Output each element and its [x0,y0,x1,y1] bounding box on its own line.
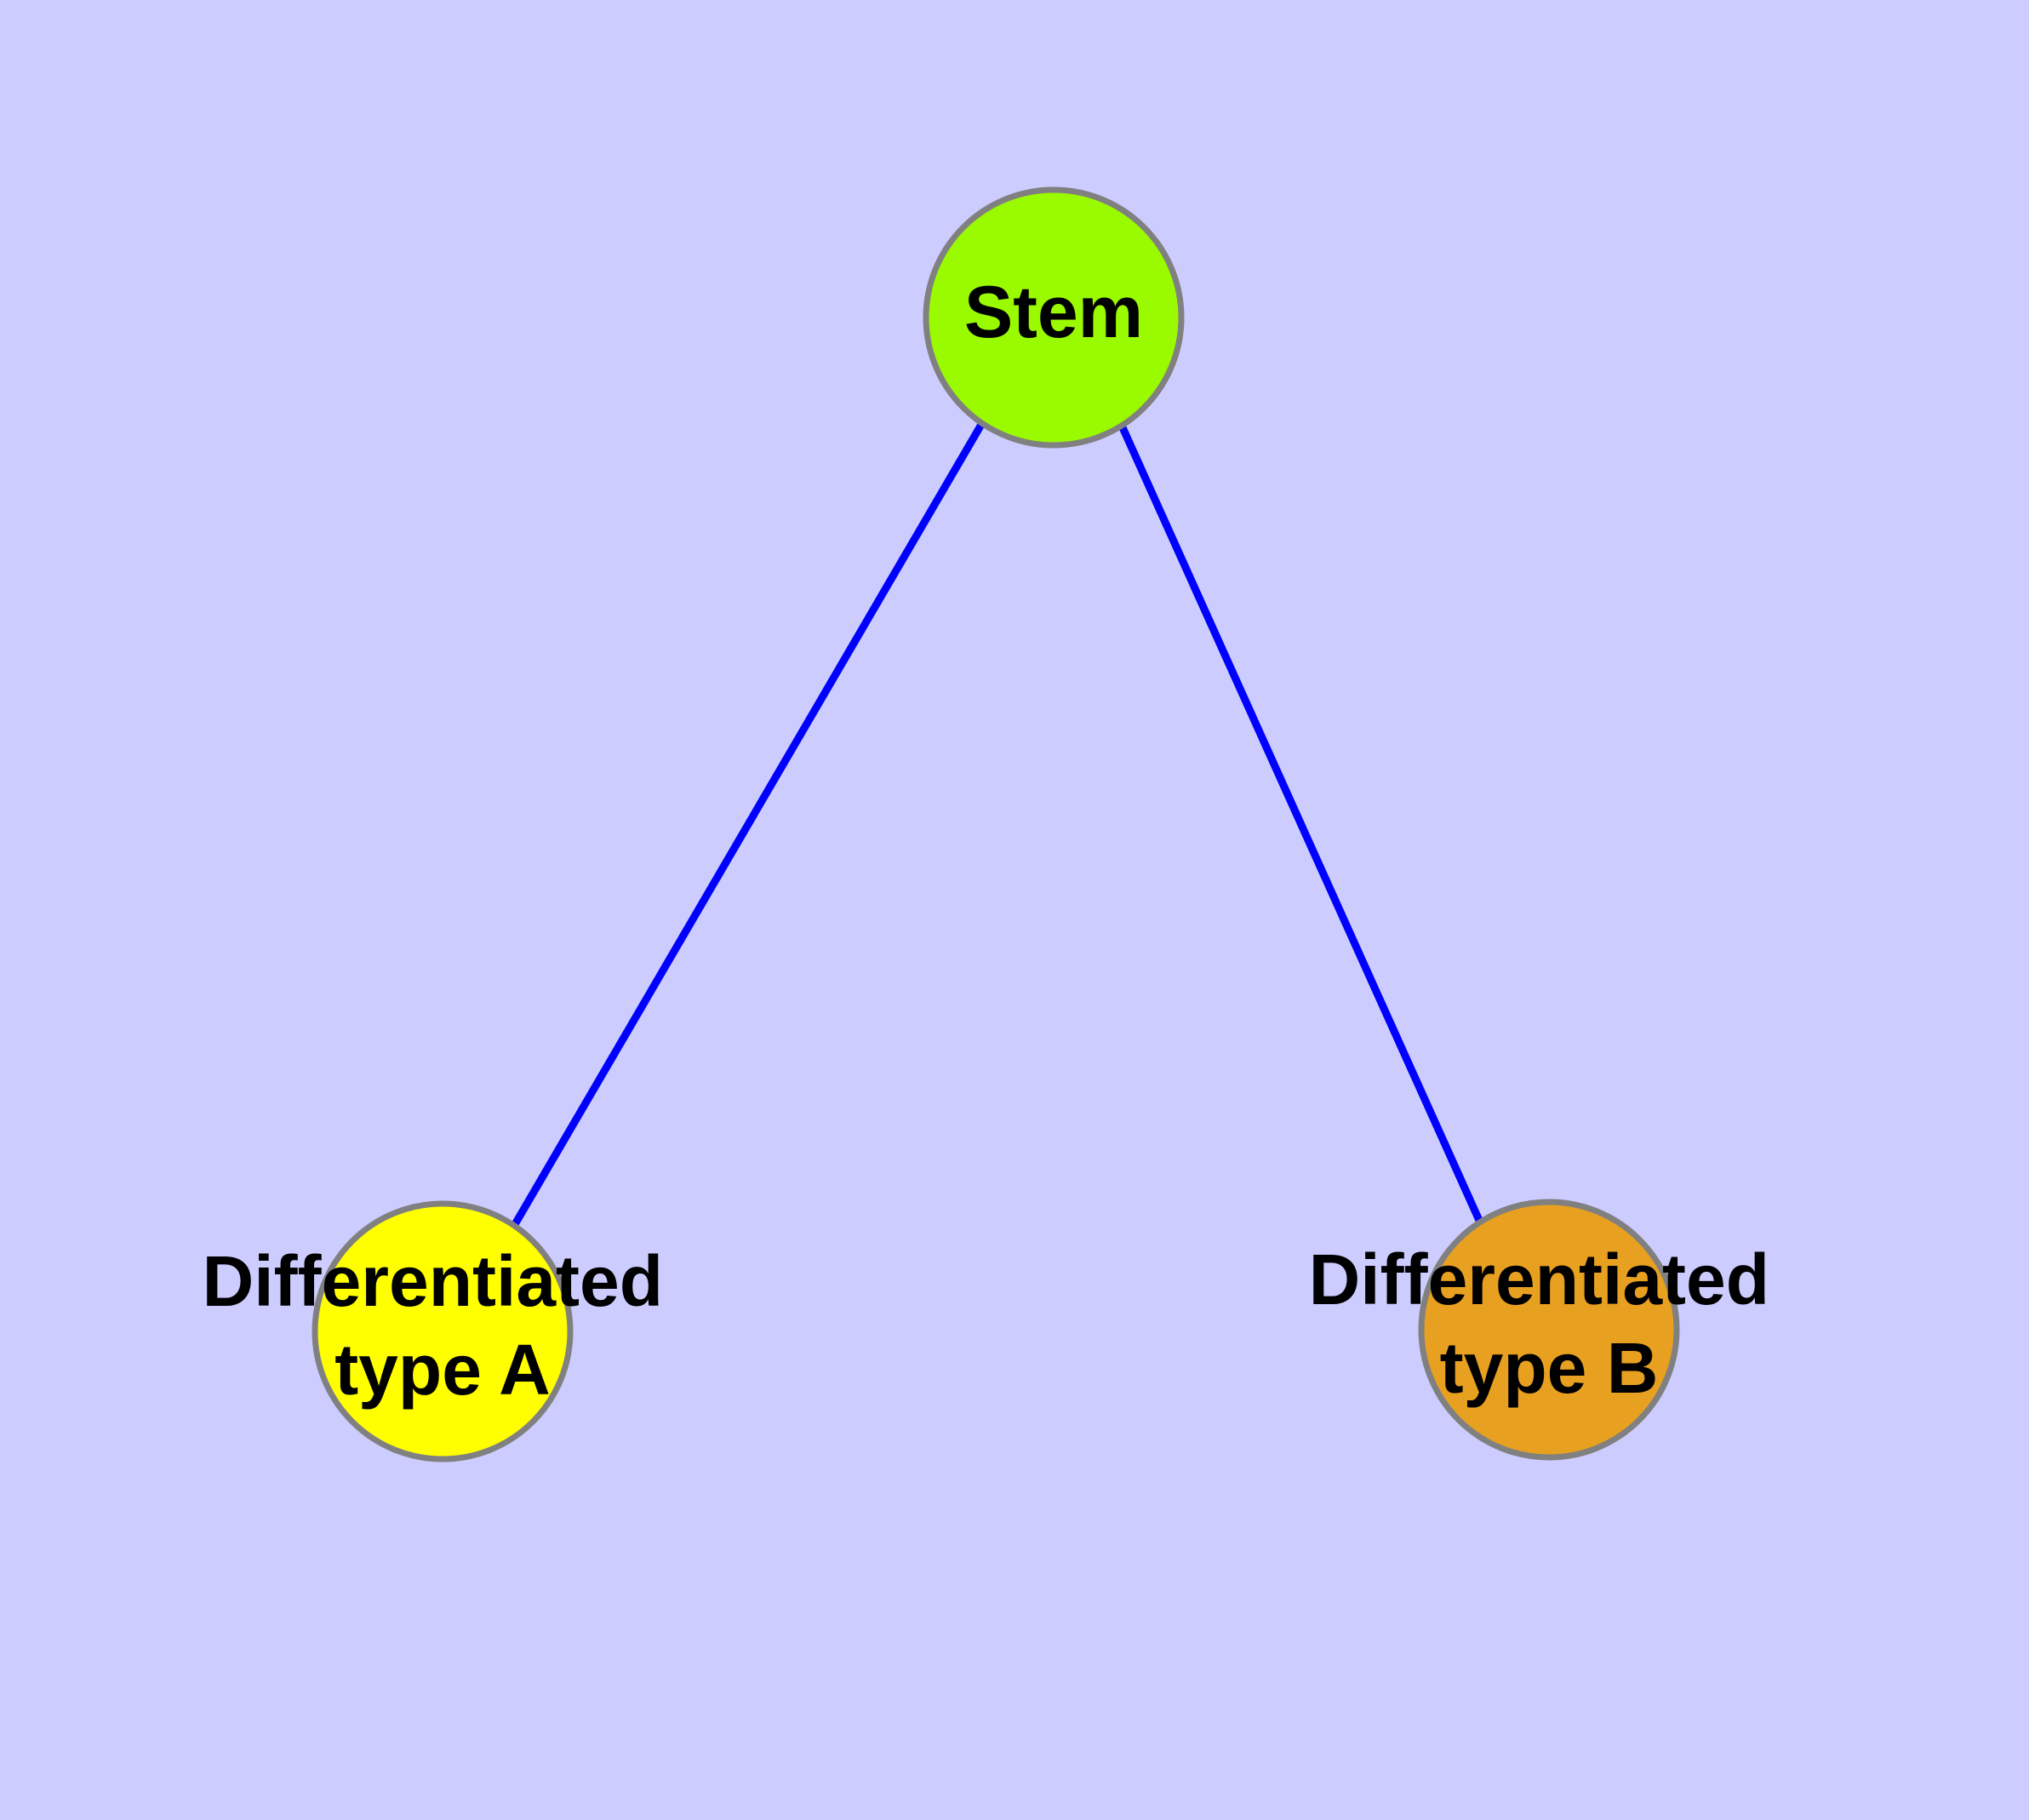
edge-stem-to-differentiated-type-b[interactable] [1117,424,1485,1226]
node-differentiated-type-a-label-line-1: Differentiated [203,1241,663,1321]
node-differentiated-type-b-circle[interactable] [1418,1199,1680,1461]
node-stem[interactable]: Stem [923,186,1185,449]
node-differentiated-type-b-label-line-2: type B [1440,1328,1659,1408]
node-differentiated-type-a[interactable]: Differentiated type A [203,1200,683,1462]
node-differentiated-type-b-label-line-1: Differentiated [1309,1239,1769,1319]
nodes-group: Stem Differentiated type A Differentiate… [203,186,1790,1462]
edges-group [511,421,1485,1228]
node-stem-circle[interactable] [923,186,1185,449]
node-differentiated-type-b[interactable]: Differentiated type B [1309,1199,1790,1461]
node-stem-label-line-1: Stem [964,272,1143,353]
node-differentiated-type-a-circle[interactable] [311,1200,574,1462]
edge-stem-to-differentiated-type-a[interactable] [511,421,986,1228]
node-stem-label: Stem [964,272,1143,353]
node-differentiated-type-a-label-line-2: type A [334,1330,551,1410]
node-differentiated-type-a-label: Differentiated type A [203,1241,683,1410]
node-differentiated-type-b-label: Differentiated type B [1309,1239,1790,1408]
